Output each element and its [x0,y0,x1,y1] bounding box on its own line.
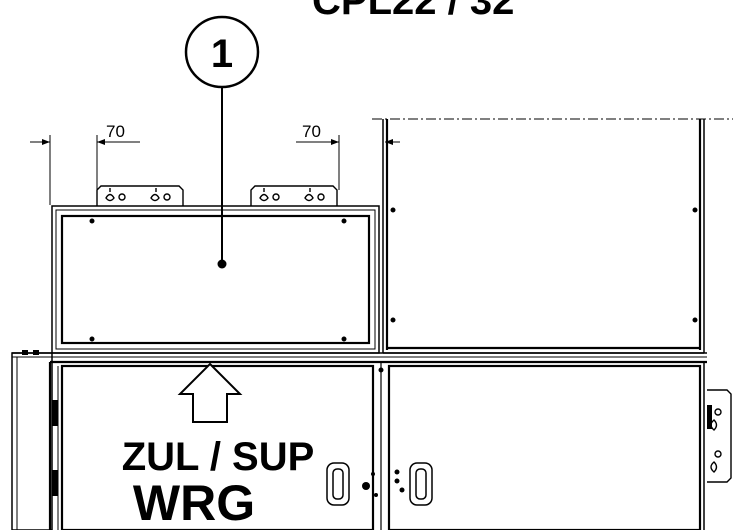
module-1 [51,205,380,354]
lower-housing [11,350,705,530]
dim-arrow [331,139,339,145]
drawing-title: CPL22 / 32 [312,0,514,23]
dim-arrow [97,139,105,145]
dimension-left: 70 [30,122,140,205]
base-rail [12,352,707,364]
side-bracket-right [707,389,732,483]
up-arrow-icon [177,362,243,423]
dimension-left-value: 70 [106,122,125,141]
flow-label: ZUL / SUP [122,435,315,479]
callout-dot [217,259,227,269]
dim-arrow [385,139,393,145]
unit-label: WRG [133,475,255,530]
dim-arrow [42,139,50,145]
callout-1: 1 [184,15,260,269]
dimension-right-value: 70 [302,122,321,141]
bracket-right [250,185,338,206]
door-locks [362,469,405,497]
bracket-left [96,185,184,206]
callout-number: 1 [211,32,233,76]
dimension-right: 70 [296,122,400,190]
door-handle-right [409,462,433,506]
module-upper-right [382,119,705,354]
door-handle-left [326,462,350,506]
